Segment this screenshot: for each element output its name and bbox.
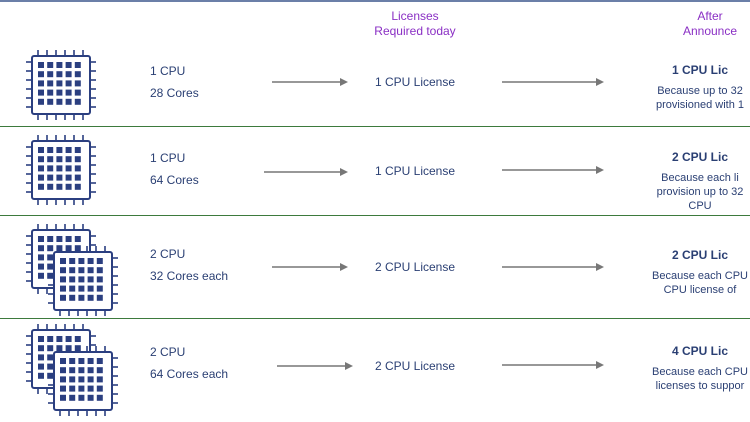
header-after-announcement: After Announce: [660, 9, 750, 39]
license-row-2: 1 CPU 64 Cores 1 CPU License 2 CPU Lic B…: [0, 127, 750, 215]
after-note-line: Because each li: [661, 172, 739, 184]
license-required-today: 2 CPU License: [374, 359, 456, 373]
chip-front: [26, 135, 96, 205]
header-licenses-required-today: Licenses Required today: [330, 9, 500, 39]
cpu-count: 1 CPU: [150, 64, 186, 78]
cpu-chip-icon: [26, 50, 96, 120]
cpu-spec: 2 CPU 32 Cores each: [150, 243, 228, 287]
dual-cpu-chip-icon: [26, 324, 118, 416]
arrow-icon: [502, 361, 604, 369]
arrow-icon: [502, 78, 604, 86]
core-count: 64 Cores each: [150, 367, 229, 381]
core-count: 64 Cores: [150, 173, 199, 187]
header-line: Required today: [374, 24, 456, 38]
cpu-spec: 2 CPU 64 Cores each: [150, 341, 228, 385]
arrow-icon: [502, 263, 604, 271]
arrow-icon: [272, 78, 348, 86]
after-license-count: 2 CPU Lic: [671, 150, 728, 164]
license-after-announcement: 2 CPU Lic Because each CPU CPU license o…: [620, 247, 750, 297]
license-row-4: 2 CPU 64 Cores each 2 CPU License 4 CPU …: [0, 319, 750, 422]
top-border: [0, 0, 750, 2]
after-note-line: provisioned with 1: [655, 99, 745, 111]
arrow-icon: [272, 263, 348, 271]
chip-front: [26, 50, 96, 120]
after-note-line: Because up to 32: [657, 85, 743, 97]
after-note-line: Because each CPU: [652, 366, 748, 378]
after-license-count: 1 CPU Lic: [671, 63, 728, 77]
core-count: 32 Cores each: [150, 269, 229, 283]
arrow-icon: [502, 166, 604, 174]
after-note-line: Because each CPU: [652, 270, 748, 282]
chip-front: [48, 346, 118, 416]
after-license-count: 2 CPU Lic: [671, 248, 728, 262]
after-note-line: CPU license of: [663, 284, 737, 296]
license-required-today: 1 CPU License: [374, 164, 456, 178]
header-line: Licenses: [391, 9, 439, 23]
cpu-count: 2 CPU: [150, 345, 186, 359]
after-note-line: CPU: [688, 200, 712, 212]
license-required-today: 1 CPU License: [374, 75, 456, 89]
arrow-icon: [277, 362, 353, 370]
license-after-announcement: 1 CPU Lic Because up to 32 provisioned w…: [620, 62, 750, 112]
dual-cpu-chip-icon: [26, 224, 118, 316]
cpu-chip-icon: [26, 135, 96, 205]
cpu-spec: 1 CPU 64 Cores: [150, 147, 199, 191]
cpu-spec: 1 CPU 28 Cores: [150, 60, 199, 104]
chip-front: [48, 246, 118, 316]
after-license-count: 4 CPU Lic: [671, 344, 728, 358]
license-required-today: 2 CPU License: [374, 260, 456, 274]
header-line: After: [697, 9, 723, 23]
cpu-count: 1 CPU: [150, 151, 186, 165]
after-note-line: provision up to 32: [656, 186, 744, 198]
row-separator: [0, 126, 750, 127]
core-count: 28 Cores: [150, 86, 199, 100]
license-after-announcement: 4 CPU Lic Because each CPU licenses to s…: [620, 343, 750, 393]
after-note-line: licenses to suppor: [655, 380, 745, 392]
license-row-3: 2 CPU 32 Cores each 2 CPU License 2 CPU …: [0, 216, 750, 318]
header-line: Announce: [682, 24, 738, 38]
license-after-announcement: 2 CPU Lic Because each li provision up t…: [620, 149, 750, 213]
arrow-icon: [264, 168, 348, 176]
cpu-count: 2 CPU: [150, 247, 186, 261]
row-separator: [0, 215, 750, 216]
license-row-1: 1 CPU 28 Cores 1 CPU License 1 CPU Lic B…: [0, 40, 750, 126]
row-separator: [0, 318, 750, 319]
